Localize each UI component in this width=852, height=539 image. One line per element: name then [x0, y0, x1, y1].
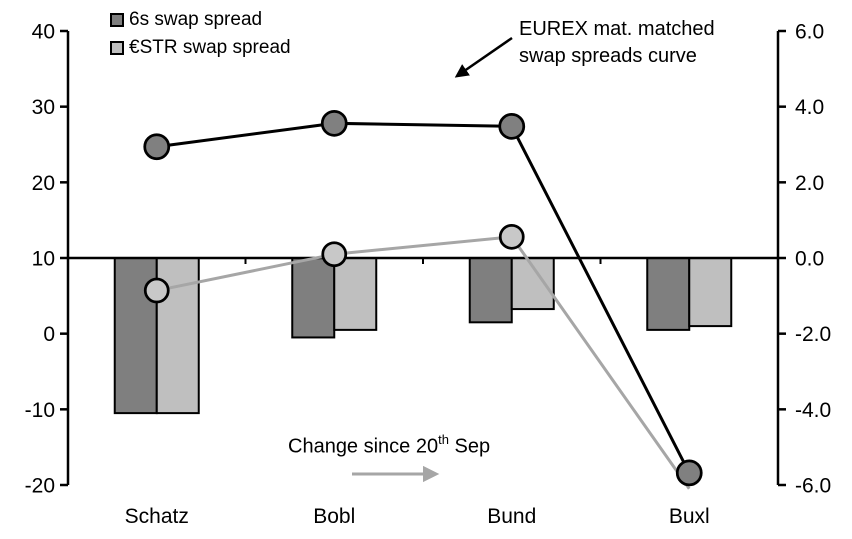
curve-line-line-estr: [156, 235, 691, 490]
right-axis-label: 4.0: [795, 96, 824, 119]
curve-annotation-arrow: [454, 36, 513, 78]
change-annotation-prefix: Change since 20: [288, 435, 439, 458]
left-axis-label: -10: [25, 399, 55, 422]
left-axis: 40 30 20 10 0 -10 -20: [25, 21, 70, 498]
marker-line-6s-buxl: [675, 459, 703, 487]
category-label-bobl: Bobl: [313, 505, 355, 528]
chart-legend: 6s swap spread €STR swap spread: [110, 6, 291, 62]
bar-bar-6s-buxl: [646, 257, 691, 331]
left-axis-label: 20: [32, 172, 55, 195]
left-axis-label: 0: [43, 323, 55, 346]
legend-item-estr-swap-spread: €STR swap spread: [110, 34, 291, 62]
change-annotation-superscript: th: [438, 432, 449, 447]
legend-label: 6s swap spread: [129, 9, 263, 30]
category-labels: Schatz Bobl Bund Buxl: [125, 505, 710, 528]
marker-line-estr-bobl: [321, 241, 348, 268]
marker-line-estr-schatz: [143, 277, 170, 304]
curve-line-6s: [143, 109, 703, 487]
category-label-buxl: Buxl: [669, 505, 710, 528]
left-axis-label: 10: [32, 248, 55, 271]
right-axis-label: -2.0: [795, 323, 831, 346]
marker-line-estr-bund: [498, 223, 525, 250]
marker-line-6s-schatz: [143, 133, 171, 161]
legend-label: €STR swap spread: [129, 37, 291, 58]
right-axis: 6.0 4.0 2.0 0.0 -2.0 -4.0 -6.0: [776, 21, 831, 498]
right-axis-label: 2.0: [795, 172, 824, 195]
bar-bar-estr-bobl: [333, 257, 378, 331]
curve-annotation-line1: EUREX mat. matched: [519, 18, 715, 40]
change-annotation-suffix: Sep: [448, 435, 491, 458]
marker-line-6s-bobl: [320, 109, 348, 137]
left-axis-label: 30: [32, 96, 55, 119]
left-axis-label: -20: [25, 475, 55, 498]
curve-line-estr: [143, 223, 691, 490]
curve-annotation: EUREX mat. matched swap spreads curve: [519, 16, 715, 70]
bar-bar-6s-bobl: [291, 257, 336, 339]
bar-bar-estr-buxl: [688, 257, 733, 328]
legend-item-6s-swap-spread: 6s swap spread: [110, 6, 291, 34]
curve-line-line-6s: [156, 121, 691, 474]
marker-line-6s-bund: [498, 112, 526, 140]
right-axis-label: -6.0: [795, 475, 831, 498]
legend-swatch-dark: [110, 13, 124, 27]
category-label-schatz: Schatz: [125, 505, 189, 528]
bar-bar-6s-bund: [468, 257, 513, 324]
right-axis-label: -4.0: [795, 399, 831, 422]
legend-swatch-light: [110, 41, 124, 55]
right-axis-label: 0.0: [795, 248, 824, 271]
right-axis-label: 6.0: [795, 21, 824, 44]
curve-annotation-line2: swap spreads curve: [519, 45, 697, 67]
change-annotation: Change since 20th Sep: [288, 432, 491, 459]
category-label-bund: Bund: [487, 505, 536, 528]
left-axis-label: 40: [32, 21, 55, 44]
